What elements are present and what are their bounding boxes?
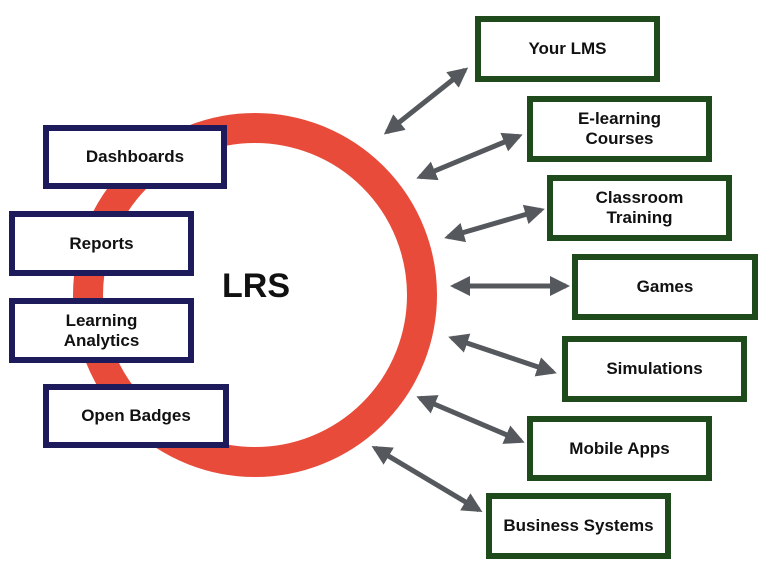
dashboards-box: Dashboards	[43, 125, 227, 189]
games-box: Games	[572, 254, 758, 320]
e-learning-courses-box: E-learning Courses	[527, 96, 712, 162]
mobile-apps-box: Mobile Apps	[527, 416, 712, 481]
arrow-mobile-apps	[416, 395, 525, 444]
lrs-ring	[73, 113, 437, 477]
lrs-label: LRS	[222, 267, 290, 305]
connector-arrows	[371, 67, 570, 513]
business-systems-box: Business Systems	[486, 493, 671, 559]
arrow-e-learning-courses	[416, 132, 523, 181]
arrow-classroom-training	[444, 204, 545, 243]
open-badges-box: Open Badges	[43, 384, 229, 448]
arrow-simulations	[448, 333, 557, 377]
arrow-your-lms	[383, 67, 469, 135]
classroom-training-box: Classroom Training	[547, 175, 732, 241]
simulations-box: Simulations	[562, 336, 747, 402]
reports-box: Reports	[9, 211, 194, 276]
arrow-business-systems	[371, 445, 483, 513]
learning-analytics-box: Learning Analytics	[9, 298, 194, 363]
your-lms-box: Your LMS	[475, 16, 660, 82]
